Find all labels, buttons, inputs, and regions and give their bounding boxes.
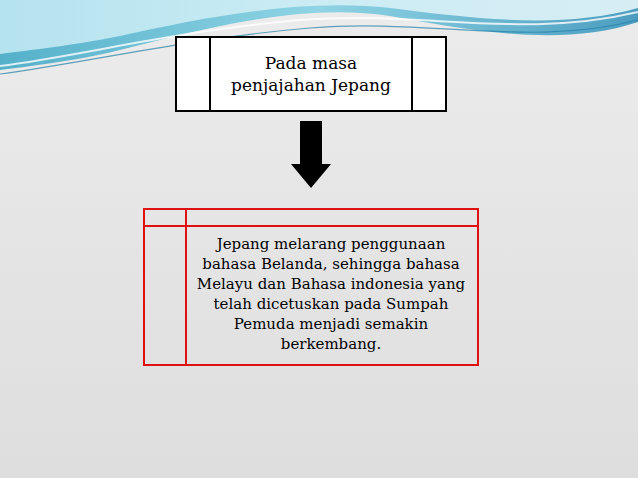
predefined-process-box: Pada masa penjajahan Jepang (175, 36, 447, 112)
inner-divider (145, 225, 477, 227)
inner-divider (185, 210, 187, 364)
block-arrow (291, 121, 331, 188)
inner-divider (411, 38, 413, 110)
content-box: Jepang melarang penggunaan bahasa Beland… (143, 208, 479, 366)
box-body: Jepang melarang penggunaan bahasa Beland… (191, 234, 471, 354)
inner-divider (209, 38, 211, 110)
box-title: Pada masa penjajahan Jepang (217, 52, 405, 96)
